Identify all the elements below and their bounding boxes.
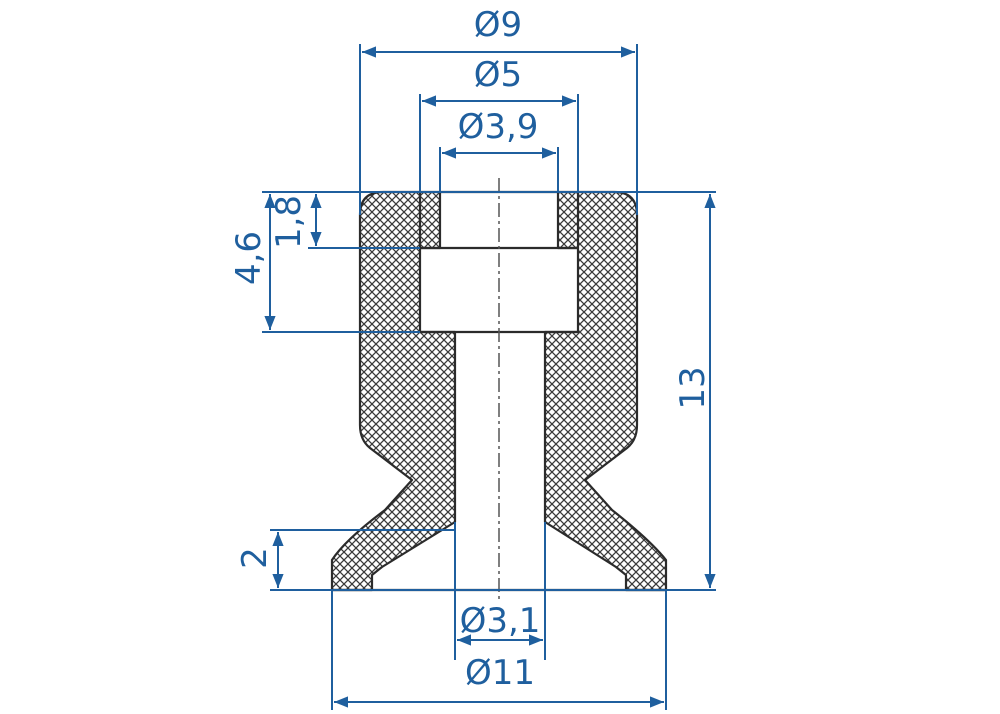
left-section [330, 190, 457, 592]
label-bore-diameter: Ø3,1 [460, 601, 541, 641]
label-neck-height: 1,8 [269, 195, 309, 249]
label-top-inner-diameter: Ø3,9 [458, 107, 539, 147]
dimension-labels: Ø9 Ø5 Ø3,9 4,6 1,8 13 2 Ø3,1 Ø11 [229, 5, 713, 693]
label-lip-height: 2 [235, 547, 275, 569]
label-total-height: 13 [673, 366, 713, 409]
label-top-outer-diameter: Ø9 [474, 5, 522, 45]
label-lip-diameter: Ø11 [465, 653, 535, 693]
part-section [330, 178, 668, 600]
dimension-lines [264, 46, 716, 708]
extension-lines [262, 44, 716, 710]
label-top-mid-diameter: Ø5 [474, 55, 522, 95]
label-upper-height: 4,6 [229, 231, 269, 285]
right-section [543, 190, 668, 592]
